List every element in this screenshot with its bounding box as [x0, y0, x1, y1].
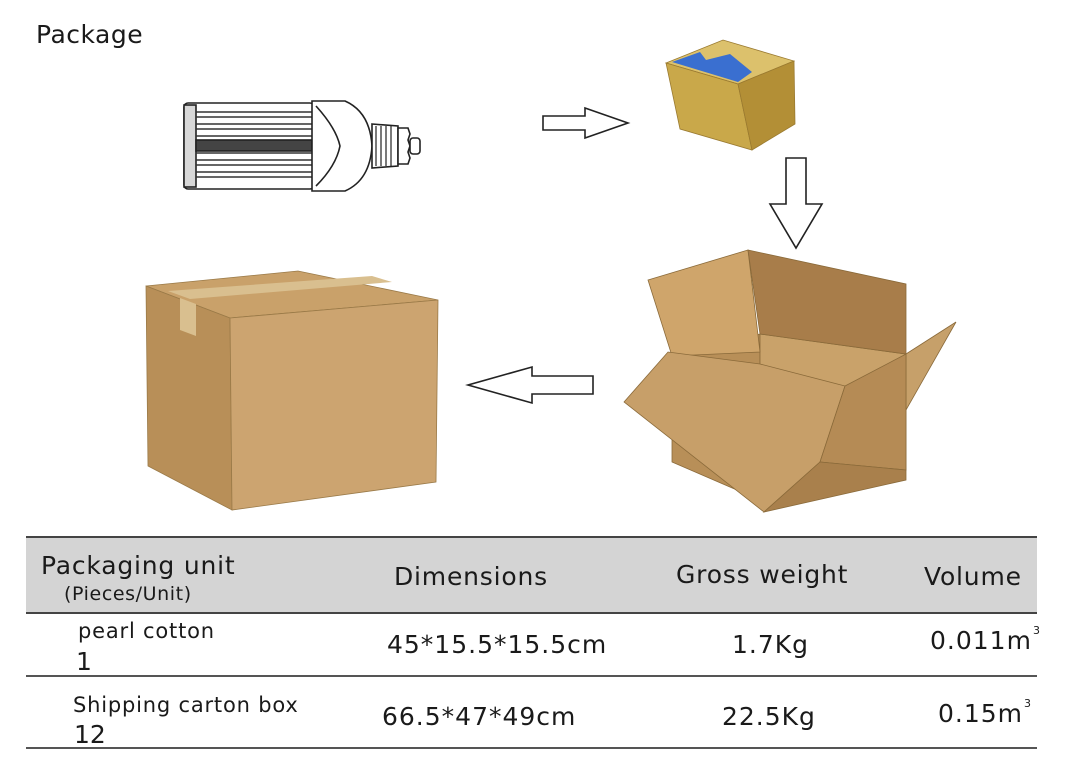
header-packaging-unit: Packaging unit — [41, 551, 236, 580]
cell-dimensions: 45*15.5*15.5cm — [387, 630, 608, 659]
cell-gross-weight: 1.7Kg — [732, 630, 810, 659]
packaging-table: Packaging unit (Pieces/Unit) Dimensions … — [26, 536, 1040, 751]
cell-volume: 0.15m3 — [938, 697, 1033, 728]
table-header: Packaging unit (Pieces/Unit) Dimensions … — [26, 536, 1037, 614]
cell-gross-weight: 22.5Kg — [722, 702, 816, 731]
sealed-carton-icon — [145, 270, 439, 511]
small-color-box-icon — [664, 39, 796, 151]
packaging-illustration — [145, 39, 957, 513]
cell-packaging: pearl cotton — [78, 619, 215, 643]
header-volume: Volume — [924, 562, 1022, 591]
arrow-right-icon — [542, 106, 631, 140]
open-carton-icon — [623, 249, 957, 513]
table-bottom-rule — [26, 747, 1037, 749]
cell-volume: 0.011m3 — [930, 624, 1041, 655]
arrow-left-icon — [465, 365, 594, 405]
header-gross-weight: Gross weight — [676, 560, 849, 589]
cell-packaging: Shipping carton box — [73, 693, 299, 717]
page-title: Package — [36, 20, 144, 49]
row-divider — [26, 675, 1037, 677]
cell-quantity: 12 — [74, 720, 106, 749]
arrow-down-icon — [768, 157, 824, 250]
cell-quantity: 1 — [76, 647, 92, 676]
led-corn-bulb-icon — [183, 100, 421, 192]
cell-dimensions: 66.5*47*49cm — [382, 702, 577, 731]
header-packaging-unit-sub: (Pieces/Unit) — [64, 583, 192, 605]
header-dimensions: Dimensions — [394, 562, 548, 591]
